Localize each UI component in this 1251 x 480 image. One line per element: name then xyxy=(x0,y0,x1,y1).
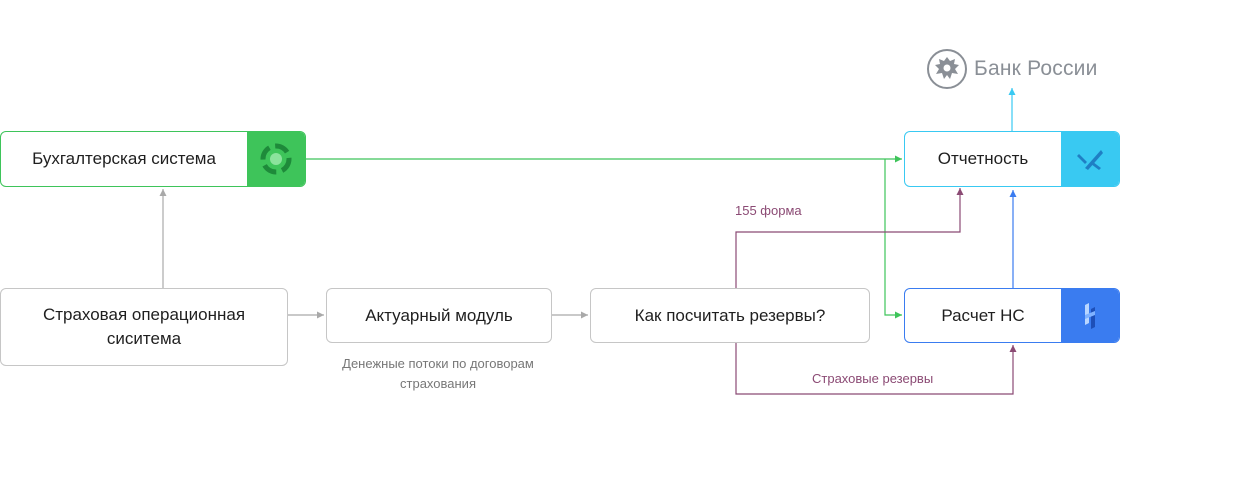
node-insurance-operational-system[interactable]: Страховая операционная сиситема xyxy=(0,288,288,366)
node-reporting[interactable]: Отчетность xyxy=(904,131,1120,187)
node-accounting-system[interactable]: Бухгалтерская система xyxy=(0,131,306,187)
edge-label-form155: 155 форма xyxy=(735,203,802,218)
node-ns-calc-label: Расчет НС xyxy=(941,305,1025,325)
bank-of-russia-logo: Банк России xyxy=(926,48,1098,90)
edge-form155 xyxy=(735,188,964,288)
node-reserves-question[interactable]: Как посчитать резервы? xyxy=(590,288,870,343)
node-reserves-question-label: Как посчитать резервы? xyxy=(634,305,826,325)
edge-label-insurance-reserves: Страховые резервы xyxy=(812,371,934,386)
ns-calc-icon xyxy=(1061,289,1119,342)
node-actuarial-label: Актуарный модуль xyxy=(365,305,513,325)
node-insurance-ops-label: Страховая операционная сиситема xyxy=(42,305,246,348)
node-ns-calculation[interactable]: Расчет НС xyxy=(904,288,1120,343)
node-accounting-label: Бухгалтерская система xyxy=(32,149,216,168)
node-actuarial-module[interactable]: Актуарный модуль xyxy=(326,288,552,343)
bank-of-russia-eagle-icon xyxy=(927,49,967,89)
accounting-system-icon xyxy=(247,132,305,186)
cashflows-note: Денежные потоки по договорам страхования xyxy=(342,356,534,391)
edge-accounting-to-ns xyxy=(884,159,902,319)
node-reporting-label: Отчетность xyxy=(937,149,1029,168)
bank-name: Банк России xyxy=(974,57,1098,80)
reporting-icon xyxy=(1061,132,1119,186)
edge-insurance-reserves xyxy=(735,343,1017,395)
